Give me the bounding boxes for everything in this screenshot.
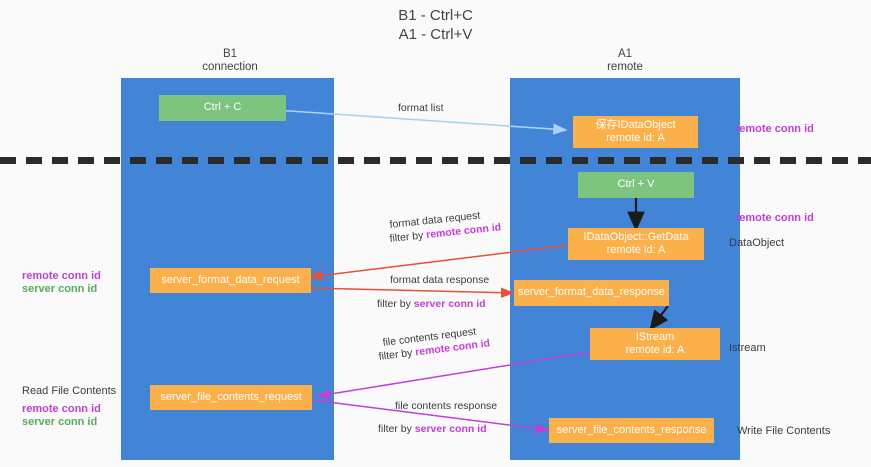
arrow-format-data-response <box>309 287 515 298</box>
annotation-left-remote-conn-id-mid: remote conn id <box>22 270 101 282</box>
arrow-format-data-request <box>308 243 579 281</box>
filter-prefix-2: filter by <box>377 298 414 310</box>
edge-label-format-data-response: format data response <box>390 274 490 286</box>
column-header-a1: A1 remote <box>510 48 740 74</box>
diagram-title: B1 - Ctrl+C A1 - Ctrl+V <box>0 6 871 44</box>
annotation-left-remote-conn-id-bottom: remote conn id <box>22 403 101 415</box>
node-ctrl-c-label: Ctrl + C <box>203 101 242 114</box>
node-save-idataobject-line1: 保存IDataObject <box>595 118 676 131</box>
node-server-format-data-request-label: server_format_data_request <box>161 273 300 286</box>
edge-label-format-list: format list <box>398 102 444 114</box>
annotation-left-server-conn-id-mid: server conn id <box>22 283 98 295</box>
node-getdata-line2: remote id: A <box>606 244 666 256</box>
edge-label-file-contents-response-filter: filter by server conn id <box>378 423 487 436</box>
node-ctrl-v[interactable]: Ctrl + V <box>578 172 694 198</box>
annotation-istream: Istream <box>729 342 766 354</box>
node-save-idataobject[interactable]: 保存IDataObject remote id: A <box>573 116 698 148</box>
node-server-format-data-response-label: server_format_data_response <box>518 286 665 299</box>
annotation-left-server-conn-id-bottom: server conn id <box>22 416 98 428</box>
filter-prefix-4: filter by <box>378 423 415 435</box>
arrow-file-contents-response <box>311 399 550 434</box>
node-getdata[interactable]: IDataObject::GetData remote id: A <box>568 228 704 260</box>
filter-prefix-1: filter by <box>389 229 427 245</box>
arrow-response-to-istream <box>649 305 669 331</box>
annotation-read-file-contents: Read File Contents <box>22 385 117 397</box>
node-ctrl-v-label: Ctrl + V <box>617 178 655 191</box>
arrow-file-contents-request <box>316 351 591 400</box>
node-server-file-contents-request[interactable]: server_file_contents_request <box>150 385 312 410</box>
node-server-file-contents-response-label: server_file_contents_response <box>556 423 707 436</box>
edge-label-file-contents-response: file contents response <box>395 400 498 412</box>
node-server-format-data-request[interactable]: server_format_data_request <box>150 268 311 293</box>
node-server-file-contents-request-label: server_file_contents_request <box>160 390 302 403</box>
node-istream-line2: remote id: A <box>625 344 685 356</box>
phase-divider <box>0 157 871 164</box>
filter-key-4: server conn id <box>414 423 487 435</box>
annotation-write-file-contents: Write File Contents <box>737 425 831 437</box>
column-b1-name: B1 <box>222 48 238 60</box>
node-save-idataobject-line2: remote id: A <box>606 132 665 144</box>
filter-key-2: server conn id <box>413 298 486 310</box>
annotation-dataobject: DataObject <box>729 237 785 249</box>
column-a1-role: remote <box>607 61 643 73</box>
node-server-file-contents-response[interactable]: server_file_contents_response <box>549 418 714 443</box>
edge-label-format-data-response-filter: filter by server conn id <box>377 298 486 311</box>
node-getdata-line1: IDataObject::GetData <box>583 230 689 243</box>
node-server-format-data-response[interactable]: server_format_data_response <box>514 280 669 306</box>
column-header-b1: B1 connection <box>125 48 335 74</box>
annotation-remote-conn-id-top: remote conn id <box>735 123 814 135</box>
annotation-remote-conn-id-mid: remote conn id <box>735 212 814 224</box>
arrow-format-list <box>274 109 568 135</box>
node-istream[interactable]: IStream remote id: A <box>590 328 720 360</box>
title-line-2: A1 - Ctrl+V <box>398 26 473 43</box>
node-istream-line1: IStream <box>635 330 675 343</box>
title-line-1: B1 - Ctrl+C <box>398 7 473 24</box>
column-b1-role: connection <box>202 61 258 73</box>
column-a1-name: A1 <box>617 48 633 60</box>
node-ctrl-c[interactable]: Ctrl + C <box>159 95 286 121</box>
